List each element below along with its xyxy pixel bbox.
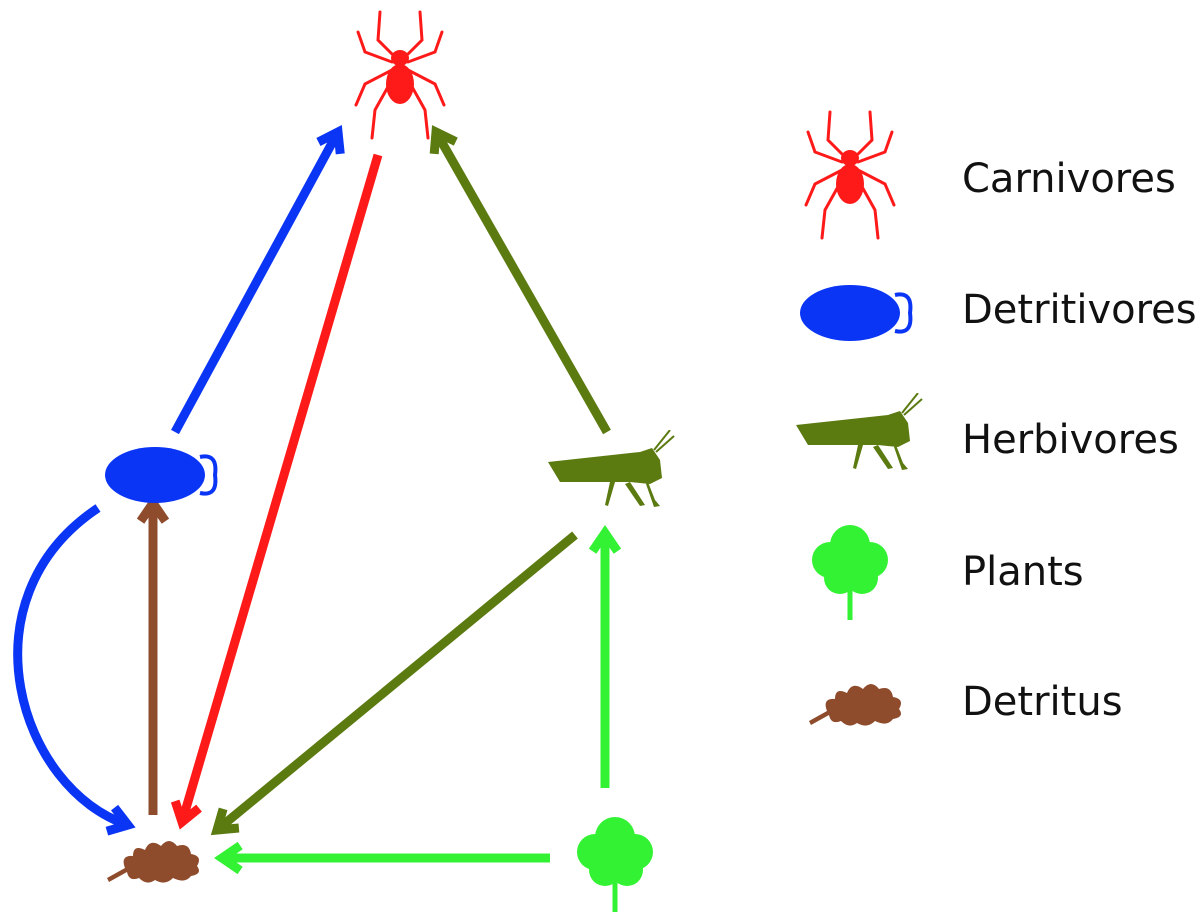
tree-icon: [577, 817, 653, 912]
arrowhead: [316, 124, 345, 155]
arrowhead: [210, 807, 240, 836]
legend-label-detritivores: Detritivores: [962, 287, 1197, 333]
arrowhead: [429, 125, 458, 155]
arrow-herbivores-to-carnivores: [429, 125, 611, 435]
arrow-carnivores-to-detritus: [170, 153, 383, 830]
arrows-layer: [13, 124, 622, 875]
arrowhead: [136, 495, 170, 524]
grasshopper-icon: [547, 430, 675, 508]
node-carnivores: [354, 10, 446, 140]
arrow-plants-to-herbivores: [588, 525, 622, 788]
grasshopper-icon: [795, 393, 923, 471]
legend-label-detritus: Detritus: [962, 679, 1123, 725]
arrow-detritus-to-detritivores: [136, 495, 170, 815]
isopod-icon: [103, 445, 218, 505]
legend-label-carnivores: Carnivores: [962, 156, 1176, 202]
arrow-detritivores-to-carnivores: [171, 124, 345, 435]
arrowhead: [105, 804, 136, 836]
node-detritus: [107, 841, 199, 883]
node-detritivores: [103, 445, 218, 505]
arrow-shaft: [177, 153, 383, 824]
leaf-icon: [107, 841, 199, 883]
arrowhead: [170, 799, 202, 830]
arrowhead: [214, 841, 243, 875]
node-plants: [577, 817, 653, 912]
legend: Carnivores Detritivores Herbivores Plant…: [795, 110, 1197, 726]
arrow-shaft: [13, 504, 130, 830]
arrowhead: [588, 525, 622, 554]
tree-icon: [812, 525, 888, 620]
arrow-plants-to-detritus: [214, 841, 550, 875]
arrow-shaft: [171, 129, 342, 435]
spider-icon: [354, 10, 446, 140]
legend-label-herbivores: Herbivores: [962, 417, 1179, 463]
isopod-icon: [798, 283, 913, 343]
leaf-icon: [809, 684, 901, 726]
arrow-shaft: [432, 129, 611, 435]
legend-label-plants: Plants: [962, 549, 1084, 595]
arrow-herbivores-to-detritus: [210, 531, 578, 836]
spider-icon: [804, 110, 896, 240]
arrow-shaft: [214, 531, 578, 834]
arrow-detritivores-to-detritus: [13, 504, 136, 836]
node-herbivores: [547, 430, 675, 508]
